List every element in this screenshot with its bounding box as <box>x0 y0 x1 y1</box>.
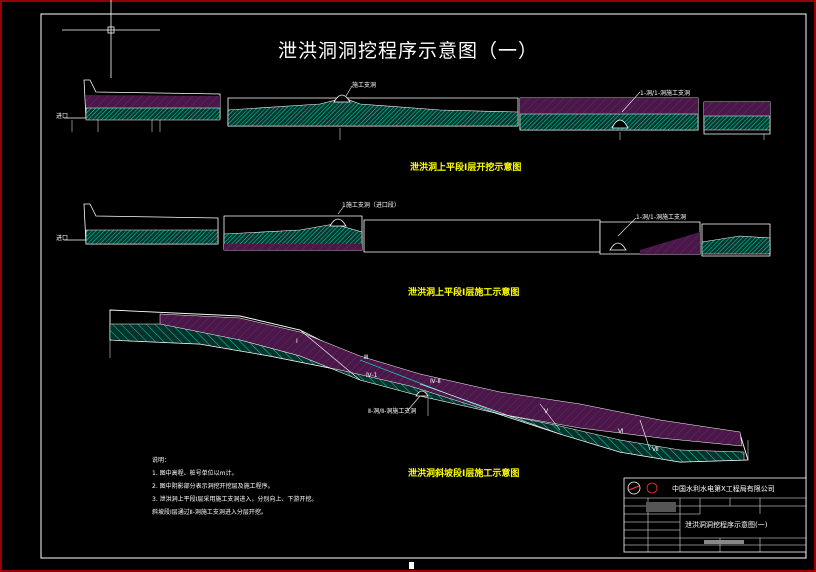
left-mark-1: 进口 <box>56 113 69 120</box>
zone-label: Ⅴ <box>544 408 549 415</box>
zone-label: Ⅳ-Ⅱ <box>430 378 441 385</box>
zone-label: Ⅰ <box>296 338 298 345</box>
company-logo <box>627 481 658 495</box>
zone-label: Ⅵ <box>618 428 624 435</box>
zone-label: Ⅳ-1 <box>366 372 378 379</box>
title-block-company: 中国水利水电第Ⅹ工程局有限公司 <box>672 485 775 493</box>
zone-label: Ⅲ <box>364 354 369 361</box>
section-3-caption: 泄洪洞斜坡段Ⅰ层施工示意图 <box>408 469 520 479</box>
title-block-drawing-name: 泄洪洞洞挖程序示意图(一) <box>685 521 768 529</box>
drawing-title: 泄洪洞洞挖程序示意图（一） <box>277 40 538 62</box>
notes-block: 说明： 1. 图中高程、桩号单位以m计。 2. 图中阴影部分表示洞挖开挖层及施工… <box>152 454 317 519</box>
zone-label: Ⅶ <box>652 446 659 453</box>
cad-cursor-crosshair <box>62 0 160 78</box>
section-1-profile <box>64 79 771 140</box>
adit-label-a: 施工支洞 <box>352 82 377 89</box>
notes-item: 1. 图中高程、桩号单位以m计。 <box>152 470 238 477</box>
notes-item: 3. 泄洪洞上平段Ⅰ层采用施工支洞进入，分别向上、下游开挖。 <box>152 496 318 503</box>
notes-item: 2. 图中阴影部分表示洞挖开挖层及施工程序。 <box>152 483 274 490</box>
left-mark-2: 进口 <box>56 235 69 242</box>
section-2-profile <box>64 203 771 257</box>
adit-label-d: 1-洞/1-洞施工支洞 <box>636 214 686 221</box>
inner-frame <box>40 13 807 559</box>
notes-item: 斜坡段Ⅰ层通过Ⅱ-洞施工支洞进入分层开挖。 <box>152 509 267 516</box>
ucs-marker <box>409 562 414 569</box>
section-2-caption: 泄洪洞上平段Ⅰ层施工示意图 <box>408 288 520 298</box>
title-block-grid <box>623 477 807 553</box>
adit-label-b: 1-洞/1-洞施工支洞 <box>640 90 690 97</box>
adit-label-e: Ⅱ-洞/Ⅱ-洞施工支洞 <box>368 408 417 415</box>
notes-header: 说明： <box>152 457 171 464</box>
section-1-caption: 泄洪洞上平段Ⅰ层开挖示意图 <box>410 163 522 173</box>
adit-label-c: 1施工支洞（进口段） <box>342 202 400 209</box>
section-3-profile <box>109 309 749 463</box>
